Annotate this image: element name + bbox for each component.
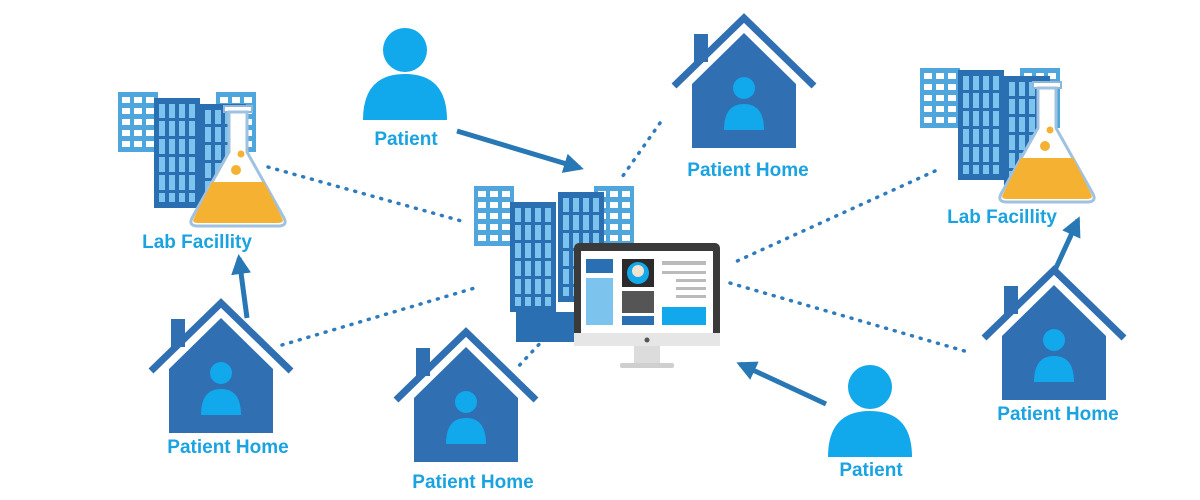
lab-building-with-flask-icon — [920, 68, 1096, 204]
arrow-patient-top-to-hub — [456, 128, 584, 173]
house-with-person-icon — [984, 270, 1124, 400]
connection-lines — [266, 121, 970, 372]
link-home-bottom-center-hub — [513, 336, 547, 372]
patient-bottom-label: Patient — [839, 460, 903, 481]
arrow-home-right-to-lab — [1052, 216, 1081, 272]
home-bottom-center-label: Patient Home — [412, 472, 534, 493]
link-home-bottom-left-hub — [280, 285, 480, 347]
house-with-person-icon — [151, 303, 291, 433]
link-home-top-hub — [618, 121, 662, 182]
monitor-icon — [574, 243, 720, 368]
link-lab-left-hub — [266, 165, 467, 224]
lab-left-label: Lab Facillity — [142, 232, 252, 253]
home-top-label: Patient Home — [687, 160, 809, 181]
person-icon — [363, 28, 447, 120]
house-with-person-icon — [396, 332, 536, 462]
lab-building-with-flask-icon — [118, 92, 287, 228]
arrows — [231, 128, 1081, 407]
home-bottom-left-label: Patient Home — [167, 437, 289, 458]
link-home-right-hub — [728, 281, 970, 354]
office-building-with-monitor-icon — [474, 186, 720, 368]
person-icon — [828, 365, 912, 457]
patient-top-label: Patient — [374, 129, 438, 150]
arrow-home-left-to-lab — [231, 254, 252, 319]
house-with-person-icon — [674, 18, 814, 148]
arrow-patient-bottom-to-hub — [736, 361, 828, 407]
lab-right-label: Lab Facillity — [947, 207, 1057, 228]
link-lab-right-hub — [733, 169, 937, 264]
home-right-label: Patient Home — [997, 404, 1119, 425]
